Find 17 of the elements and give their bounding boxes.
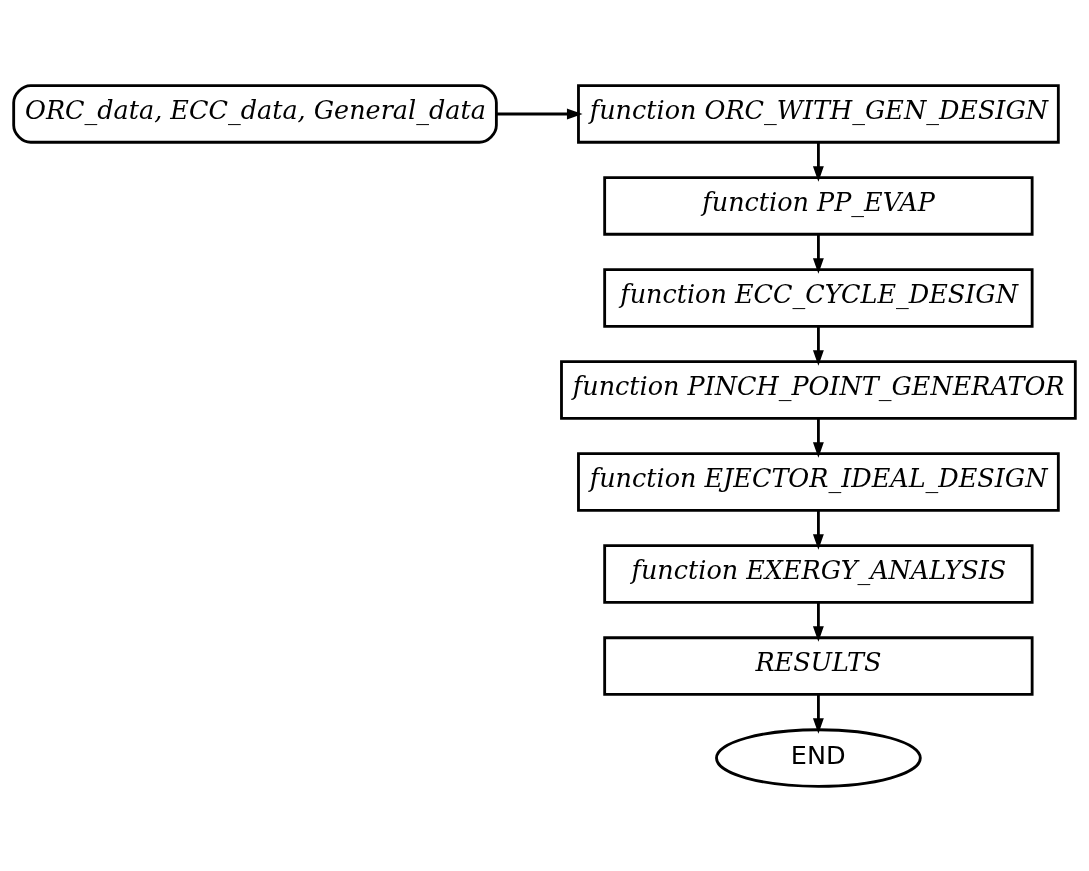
node-box: function ORC_WITH_GEN_DESIGN xyxy=(577,83,1060,144)
node-box: function PP_EVAP xyxy=(603,175,1034,236)
node-box: ORC_data, ECC_data, General_data xyxy=(12,83,498,144)
arrow xyxy=(496,108,583,119)
arrow xyxy=(812,510,824,550)
arrow xyxy=(812,234,824,274)
node-box: function ECC_CYCLE_DESIGN xyxy=(603,267,1034,328)
arrow xyxy=(812,602,824,642)
node-box: RESULTS xyxy=(603,635,1034,696)
arrow xyxy=(812,326,824,366)
node-ellipse: END xyxy=(715,727,922,788)
node-box: function EJECTOR_IDEAL_DESIGN xyxy=(577,451,1060,512)
arrow xyxy=(812,418,824,458)
node-box: function PINCH_POINT_GENERATOR xyxy=(560,359,1077,420)
node-box: function EXERGY_ANALYSIS xyxy=(603,543,1034,604)
arrow xyxy=(812,142,824,182)
arrow xyxy=(812,694,824,734)
